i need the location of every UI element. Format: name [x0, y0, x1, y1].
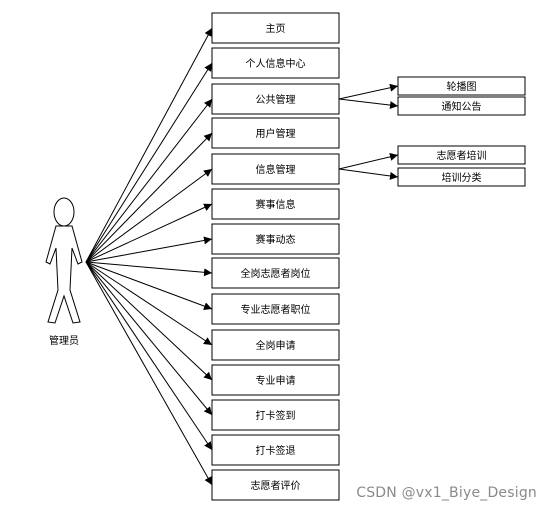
edge-public [85, 98, 213, 263]
sub-function-label-info-1: 培训分类 [442, 171, 482, 184]
edge-fulltime-post [85, 261, 213, 277]
function-label-public: 公共管理 [256, 93, 296, 106]
sub-function-label-public-0: 轮播图 [447, 80, 477, 93]
edge-users [85, 132, 213, 263]
function-box-home[interactable] [211, 12, 340, 44]
function-box-checkout[interactable] [211, 434, 340, 466]
function-label-pro-apply: 专业申请 [256, 374, 296, 387]
function-boxes: 主页个人信息中心公共管理用户管理信息管理赛事信息赛事动态全岗志愿者岗位专业志愿者… [211, 12, 340, 501]
sub-function-public-1[interactable]: 通知公告 [397, 96, 526, 116]
edge-pro-post [85, 261, 213, 310]
function-box-profile[interactable] [211, 47, 340, 79]
function-box-fulltime-post[interactable] [211, 257, 340, 289]
edge-event-info [85, 203, 213, 263]
sub-function-public-0[interactable]: 轮播图 [397, 76, 526, 96]
edge-pro-apply [85, 261, 213, 381]
function-home[interactable]: 主页 [211, 12, 340, 44]
actor-admin: 管理员 [45, 197, 83, 347]
function-box-evaluation[interactable] [211, 469, 340, 501]
function-evaluation[interactable]: 志愿者评价 [211, 469, 340, 501]
edge-public-child-0 [338, 83, 399, 100]
edges [85, 27, 399, 486]
function-label-profile: 个人信息中心 [246, 57, 306, 70]
sub-function-label-public-1: 通知公告 [442, 100, 482, 113]
function-profile[interactable]: 个人信息中心 [211, 47, 340, 79]
function-box-users[interactable] [211, 117, 340, 149]
function-label-checkin: 打卡签到 [256, 409, 296, 422]
edge-info-child-1 [338, 168, 399, 180]
function-label-pro-post: 专业志愿者职位 [241, 303, 311, 316]
function-label-evaluation: 志愿者评价 [251, 479, 301, 492]
function-box-fulltime-apply[interactable] [211, 329, 340, 361]
function-label-home: 主页 [266, 23, 286, 35]
function-label-event-info: 赛事信息 [256, 198, 296, 211]
function-box-pro-post[interactable] [211, 293, 340, 325]
function-box-checkin[interactable] [211, 399, 340, 431]
function-box-event-info[interactable] [211, 188, 340, 220]
function-info[interactable]: 信息管理 [211, 153, 340, 185]
edge-public-child-1 [338, 98, 399, 110]
function-label-users: 用户管理 [256, 127, 296, 140]
actor-label: 管理员 [49, 334, 79, 347]
function-fulltime-post[interactable]: 全岗志愿者岗位 [211, 257, 340, 289]
sub-function-box-public-1[interactable] [397, 96, 526, 116]
function-box-pro-apply[interactable] [211, 364, 340, 396]
sub-function-box-public-0[interactable] [397, 76, 526, 96]
edge-checkin [85, 261, 213, 416]
function-label-checkout: 打卡签退 [256, 444, 296, 457]
function-event-info[interactable]: 赛事信息 [211, 188, 340, 220]
actor-body [45, 225, 83, 324]
function-public[interactable]: 公共管理 [211, 83, 340, 115]
function-fulltime-apply[interactable]: 全岗申请 [211, 329, 340, 361]
function-checkin[interactable]: 打卡签到 [211, 399, 340, 431]
function-box-info[interactable] [211, 153, 340, 185]
sub-function-info-0[interactable]: 志愿者培训 [397, 145, 526, 165]
function-label-event-news: 赛事动态 [256, 233, 296, 246]
edge-home [85, 27, 213, 263]
edge-checkout [85, 261, 213, 451]
edge-event-news [85, 236, 213, 263]
function-users[interactable]: 用户管理 [211, 117, 340, 149]
function-label-fulltime-post: 全岗志愿者岗位 [241, 267, 311, 280]
actor-head [53, 197, 75, 227]
function-box-public[interactable] [211, 83, 340, 115]
edge-info [85, 168, 213, 263]
edge-evaluation [85, 261, 213, 486]
function-label-fulltime-apply: 全岗申请 [256, 339, 296, 352]
function-event-news[interactable]: 赛事动态 [211, 223, 340, 255]
sub-function-info-1[interactable]: 培训分类 [397, 167, 526, 187]
edge-info-child-0 [338, 152, 399, 170]
sub-function-box-info-0[interactable] [397, 145, 526, 165]
sub-function-box-info-1[interactable] [397, 167, 526, 187]
function-label-info: 信息管理 [256, 163, 296, 176]
function-checkout[interactable]: 打卡签退 [211, 434, 340, 466]
edge-profile [85, 62, 213, 263]
edge-fulltime-apply [85, 261, 213, 346]
watermark-text: CSDN @vx1_Biye_Design [356, 485, 537, 501]
sub-function-label-info-0: 志愿者培训 [437, 149, 487, 162]
function-pro-post[interactable]: 专业志愿者职位 [211, 293, 340, 325]
function-box-event-news[interactable] [211, 223, 340, 255]
function-pro-apply[interactable]: 专业申请 [211, 364, 340, 396]
